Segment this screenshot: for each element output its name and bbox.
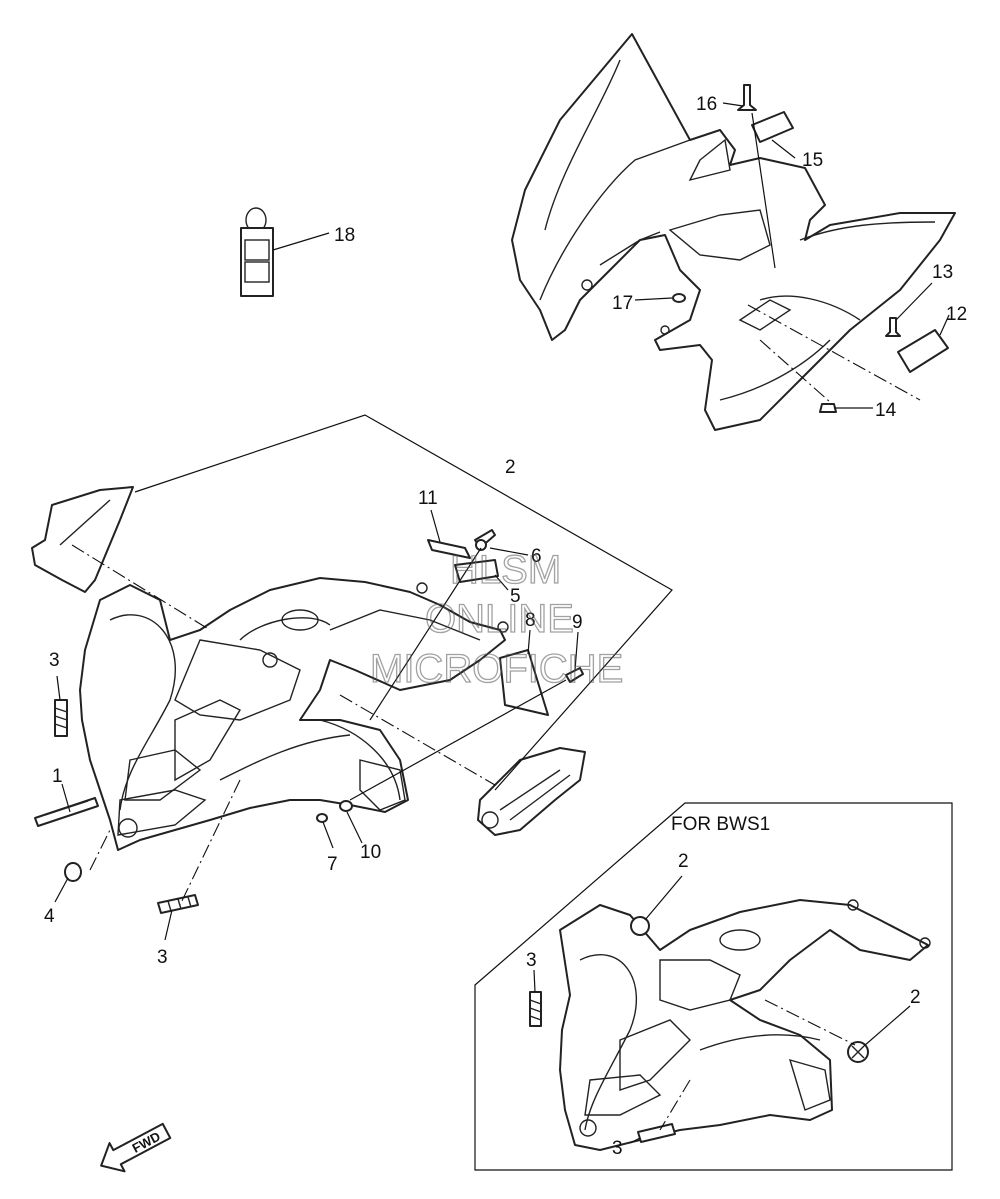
dash-line-c (179, 779, 241, 906)
callout-8: 8 (525, 610, 536, 631)
callout-2: 2 (505, 457, 516, 478)
callout-6: 6 (531, 546, 542, 567)
watermark-line-3: MICROFICHE (370, 647, 623, 691)
bws-callout-2-top: 2 (678, 851, 689, 872)
leader-6-line (369, 547, 482, 721)
callout-14: 14 (875, 400, 897, 421)
part-3-reflector-lower (157, 894, 199, 914)
callout-16: 16 (696, 94, 717, 115)
callout-13: 13 (932, 262, 953, 283)
callout-3-upper: 3 (49, 650, 60, 671)
dash-line-b (339, 694, 496, 786)
part-2-front-fender (31, 486, 509, 851)
leader-2-outline (134, 414, 673, 791)
callout-7: 7 (327, 854, 338, 875)
part-17-grommet (672, 293, 686, 303)
part-6-screw (474, 529, 496, 551)
watermark-line-1: HLSM (450, 548, 561, 592)
part-3-reflector-upper (54, 699, 68, 737)
callout-4: 4 (44, 906, 55, 927)
part-12-plate (897, 329, 949, 373)
leader-16-line (751, 112, 776, 269)
leader-lines (54, 102, 950, 1144)
part-16-screw (737, 84, 757, 111)
bws-callout-3-left: 3 (526, 950, 537, 971)
callout-1: 1 (52, 766, 63, 787)
part-4-cap (64, 862, 82, 882)
dash-line-d (89, 829, 111, 871)
bws-dash-line-2 (659, 1079, 691, 1131)
part-5-plate (454, 559, 499, 583)
part-8-plate (499, 649, 549, 716)
mud-flap (477, 747, 586, 836)
dash-line-a (71, 544, 211, 631)
callout-3-lower: 3 (157, 947, 168, 968)
callout-10: 10 (360, 842, 381, 863)
watermark-line-2: ONLINE (425, 597, 574, 641)
callout-11: 11 (418, 488, 438, 509)
callout-12: 12 (946, 304, 967, 325)
callout-18: 18 (334, 225, 355, 246)
part-13-screw (885, 317, 901, 337)
part-14-clip (819, 403, 837, 413)
leader-9-line (349, 679, 567, 801)
callout-9: 9 (572, 612, 583, 633)
bws-dash-line (764, 999, 856, 1046)
part-15-plate (751, 111, 794, 143)
callout-5: 5 (510, 586, 521, 607)
bws-callout-2-right: 2 (910, 987, 921, 1008)
part-1-emblem (34, 797, 99, 827)
bws-callout-3-bottom: 3 (612, 1138, 623, 1159)
watermark: HLSM ONLINE MICROFICHE (369, 547, 624, 691)
part-9-screw (565, 667, 584, 683)
rear-fender-assembly (511, 33, 956, 431)
dash-line-14b (759, 339, 831, 403)
callout-15: 15 (802, 150, 823, 171)
part-7-washer (316, 813, 328, 823)
part-18-label-tag (240, 207, 274, 297)
fwd-arrow: FWD (100, 1122, 172, 1173)
arrow-left-icon (100, 1122, 172, 1173)
part-11-plate (427, 539, 471, 559)
bws1-box (474, 802, 953, 1171)
part-10-clip (339, 800, 353, 812)
dash-line-14a (747, 304, 921, 401)
bws1-label: FOR BWS1 (671, 814, 770, 835)
callout-17: 17 (612, 293, 633, 314)
